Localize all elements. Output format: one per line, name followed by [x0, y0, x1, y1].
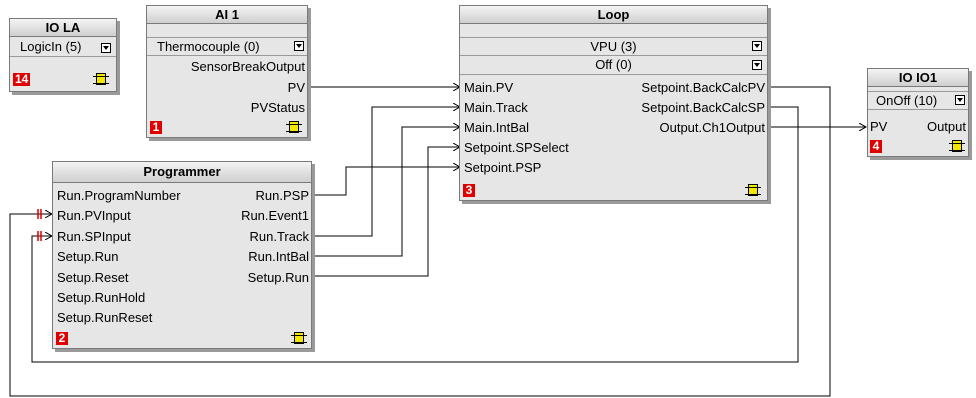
io-io1-selector[interactable]: OnOff (10): [868, 91, 968, 110]
function-block-chip-icon: [745, 184, 761, 196]
loop-block[interactable]: Loop VPU (3) Off (0) Main.PV Main.Track …: [459, 5, 768, 201]
prog-out-setup-run[interactable]: Setup.Run: [247, 270, 309, 285]
loop-in-setpoint-spselect[interactable]: Setpoint.SPSelect: [464, 140, 569, 155]
dropdown-arrow-icon[interactable]: [752, 60, 762, 70]
prog-in-setup-run[interactable]: Setup.Run: [57, 249, 119, 264]
loop-selector-1-label: VPU (3): [590, 39, 637, 54]
loop-out-backcalcsp[interactable]: Setpoint.BackCalcSP: [641, 100, 765, 115]
ai1-out-pv[interactable]: PV: [287, 80, 305, 95]
prog-in-setup-runhold[interactable]: Setup.RunHold: [57, 290, 146, 305]
wire-prog-track-to-loop-track[interactable]: [311, 107, 460, 237]
io-la-selector[interactable]: LogicIn (5): [10, 38, 116, 57]
dropdown-arrow-icon[interactable]: [752, 41, 762, 51]
dropdown-arrow-icon[interactable]: [955, 95, 965, 105]
block-number-badge: 14: [13, 72, 31, 86]
ai1-selector-label: Thermocouple (0): [157, 39, 260, 54]
loop-selector-1[interactable]: VPU (3): [460, 37, 767, 56]
wire-prog-setuprun-to-loop-spselect[interactable]: [311, 147, 460, 277]
feedback-break-icon: [37, 209, 42, 219]
loop-in-main-pv[interactable]: Main.PV: [464, 80, 514, 95]
prog-in-spinput[interactable]: Run.SPInput: [57, 229, 131, 244]
wire-prog-psp-to-loop-psp[interactable]: [311, 167, 460, 196]
io-io1-block[interactable]: IO IO1 OnOff (10) PV Output 4: [867, 68, 969, 157]
ai1-title: AI 1: [147, 6, 307, 24]
io-la-title: IO LA: [10, 19, 116, 37]
prog-in-setup-runreset[interactable]: Setup.RunReset: [57, 310, 153, 325]
loop-in-setpoint-psp[interactable]: Setpoint.PSP: [464, 160, 542, 175]
programmer-block[interactable]: Programmer Run.ProgramNumber Run.PVInput…: [52, 161, 312, 349]
loop-title: Loop: [460, 6, 767, 24]
prog-out-run-event1[interactable]: Run.Event1: [241, 208, 309, 223]
block-number-badge: 1: [150, 121, 162, 134]
loop-in-main-intbal[interactable]: Main.IntBal: [464, 120, 530, 135]
loop-in-main-track[interactable]: Main.Track: [464, 100, 528, 115]
prog-out-run-track[interactable]: Run.Track: [249, 229, 309, 244]
wire-loop-backcalcsp-to-prog-spinput[interactable]: [31, 106, 799, 363]
programmer-title: Programmer: [53, 162, 311, 183]
loop-selector-2[interactable]: Off (0): [460, 56, 767, 75]
io-io1-title: IO IO1: [868, 69, 968, 87]
dropdown-arrow-icon[interactable]: [294, 41, 304, 51]
loop-out-backcalcpv[interactable]: Setpoint.BackCalcPV: [641, 80, 765, 95]
ai1-out-pvstatus[interactable]: PVStatus: [250, 100, 305, 115]
io1-out-output[interactable]: Output: [926, 119, 966, 134]
loop-selector-2-label: Off (0): [595, 57, 632, 72]
ai1-block[interactable]: AI 1 Thermocouple (0) SensorBreakOutput …: [146, 5, 308, 138]
prog-out-run-psp[interactable]: Run.PSP: [255, 188, 309, 203]
function-block-chip-icon: [93, 73, 109, 85]
feedback-break-icon: [37, 231, 42, 241]
io-la-block[interactable]: IO LA LogicIn (5) 14: [9, 18, 117, 92]
prog-in-setup-reset[interactable]: Setup.Reset: [57, 270, 129, 285]
io1-in-pv[interactable]: PV: [870, 119, 888, 134]
block-number-badge: 4: [870, 140, 882, 153]
block-number-badge: 3: [463, 184, 475, 197]
prog-out-run-intbal[interactable]: Run.IntBal: [248, 249, 309, 264]
io-io1-selector-label: OnOff (10): [876, 93, 938, 108]
wire-loop-backcalcpv-to-prog-pvinput[interactable]: [9, 86, 831, 397]
loop-out-ch1output[interactable]: Output.Ch1Output: [659, 120, 765, 135]
ai1-selector[interactable]: Thermocouple (0): [147, 37, 307, 56]
prog-in-programnumber[interactable]: Run.ProgramNumber: [57, 188, 181, 203]
function-block-chip-icon: [949, 140, 965, 152]
io-la-selector-label: LogicIn (5): [20, 39, 82, 54]
dropdown-arrow-icon[interactable]: [101, 43, 111, 53]
wire-prog-intbal-to-loop-intbal[interactable]: [311, 127, 460, 257]
function-block-chip-icon: [291, 332, 307, 344]
prog-in-pvinput[interactable]: Run.PVInput: [57, 208, 131, 223]
block-number-badge: 2: [56, 332, 68, 345]
ai1-out-sensorbreak[interactable]: SensorBreakOutput: [190, 59, 305, 74]
function-block-chip-icon: [286, 121, 302, 133]
